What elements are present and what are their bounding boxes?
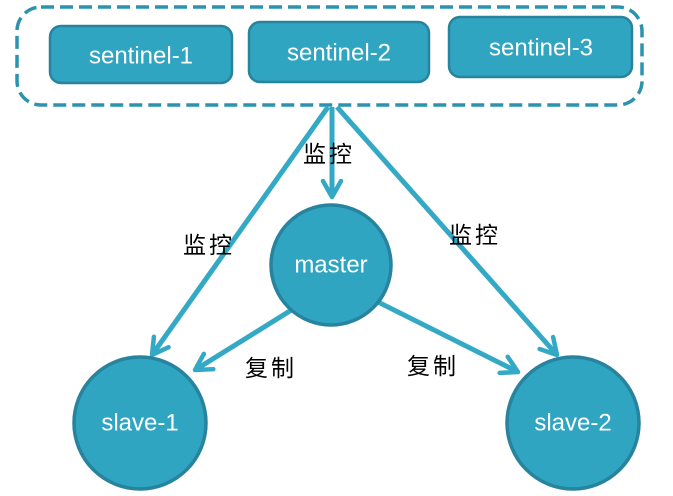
sentinel-2-box — [247, 20, 431, 84]
arrow-monitor-slave1 — [149, 105, 331, 358]
sentinel-1-label: sentinel-1 — [89, 43, 193, 70]
edge-label-monitor-master: 监控 — [303, 142, 355, 168]
edge-label-replicate-slave1: 复制 — [245, 356, 297, 382]
edge-label-monitor-slave1: 监控 — [183, 233, 235, 259]
sentinel-node-3: sentinel-3 — [447, 15, 634, 79]
sentinel-node-2: sentinel-2 — [247, 20, 431, 84]
sentinel-group-frame — [15, 5, 644, 107]
slave1-circle — [72, 355, 208, 491]
sentinel-3-box — [447, 15, 634, 79]
edge-label-monitor-slave2: 监控 — [449, 223, 501, 249]
slave2-node: slave-2 — [505, 355, 641, 491]
sentinel-3-label: sentinel-3 — [489, 35, 593, 62]
sentinel-node-1: sentinel-1 — [48, 24, 234, 85]
slave1-label: slave-1 — [101, 410, 178, 437]
master-label: master — [294, 252, 367, 279]
arrow-replicate-slave2 — [376, 299, 521, 376]
slave2-circle — [505, 355, 641, 491]
arrow-monitor-slave2 — [335, 105, 560, 358]
edge-label-replicate-slave2: 复制 — [407, 354, 459, 380]
master-circle — [269, 203, 393, 327]
slave1-node: slave-1 — [72, 355, 208, 491]
arrow-replicate-slave1 — [192, 306, 295, 373]
sentinel-1-box — [48, 24, 234, 85]
slave2-label: slave-2 — [534, 410, 611, 437]
sentinel-2-label: sentinel-2 — [287, 40, 391, 67]
master-node: master — [269, 203, 393, 327]
